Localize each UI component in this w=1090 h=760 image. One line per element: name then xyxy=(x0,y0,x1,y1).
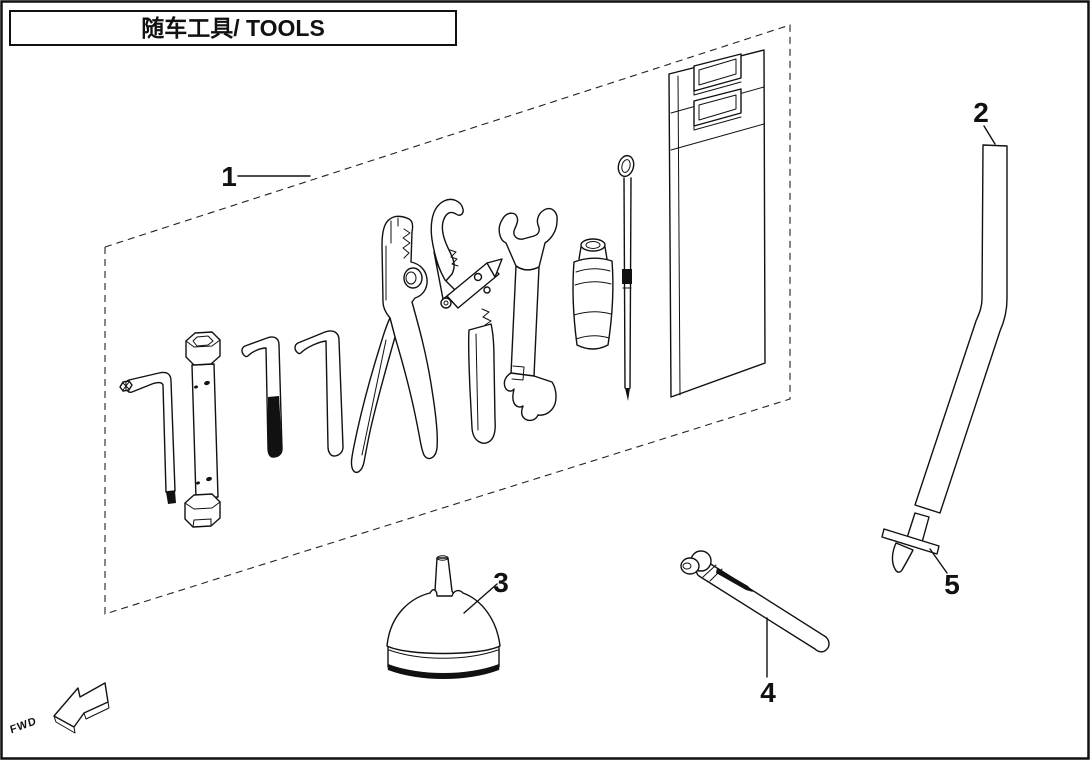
title-box xyxy=(9,10,457,46)
pliers xyxy=(350,215,438,474)
spark-plug-socket xyxy=(572,238,614,350)
open-end-wrench xyxy=(498,207,558,422)
leader-line-2 xyxy=(983,125,996,145)
leader-line-3 xyxy=(463,583,498,614)
screwdriver xyxy=(617,154,635,401)
title-block: 随车工具/ TOOLS xyxy=(9,10,457,46)
tool-kit-outline xyxy=(104,24,791,615)
tool-kit-group xyxy=(119,49,766,528)
leader-line-5 xyxy=(929,548,948,574)
torx-key xyxy=(119,371,176,504)
page-title: 随车工具/ TOOLS xyxy=(141,15,325,41)
part-label-4: 4 xyxy=(760,677,776,708)
tool-pouch xyxy=(668,49,766,398)
part-label-5: 5 xyxy=(944,569,960,600)
part-label-1: 1 xyxy=(221,161,237,192)
tire-gauge xyxy=(680,550,830,653)
hex-key-large xyxy=(294,330,344,457)
hook-spanner xyxy=(430,198,503,444)
lever-rod xyxy=(914,144,1008,514)
callouts: 1 2 3 4 5 xyxy=(221,97,996,708)
hex-key-small xyxy=(241,336,283,458)
part-label-2: 2 xyxy=(973,97,989,128)
part-label-3: 3 xyxy=(493,567,509,598)
socket-tube-wrench xyxy=(184,331,221,528)
rod-tip xyxy=(881,512,940,573)
